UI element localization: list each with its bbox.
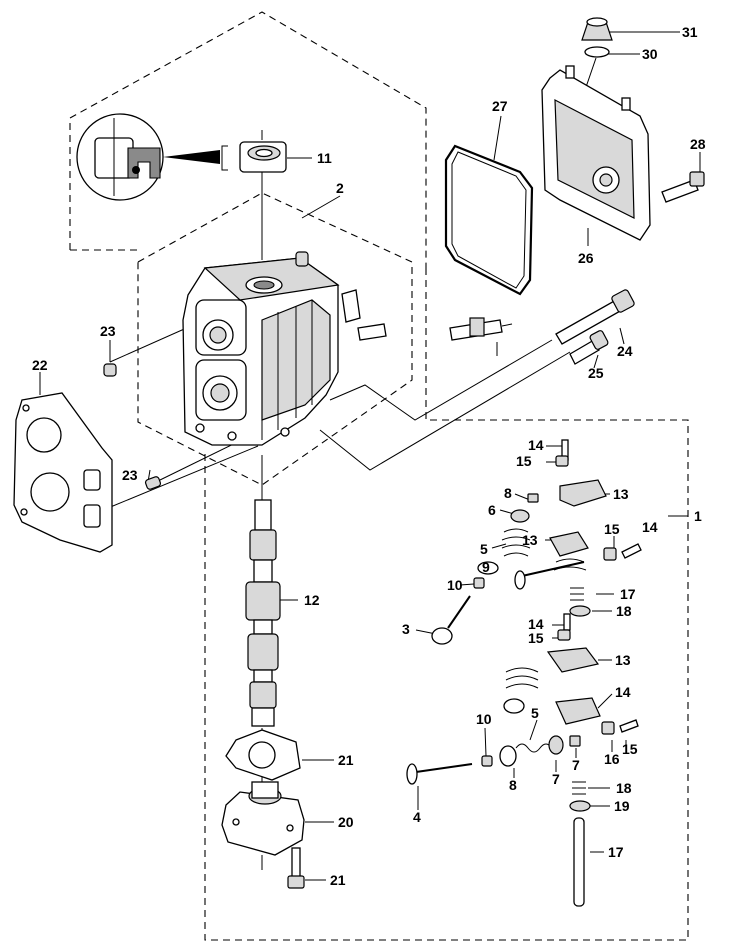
valve-guides [295,251,387,341]
valve-spring-a [501,528,531,557]
callout-8-a: 9 [482,559,490,575]
callout-8-b: 8 [509,777,517,793]
filler-o-ring [584,46,610,58]
callout-21: 21 [330,872,346,888]
valve-seal-a [473,577,485,589]
callout-15-d: 16 [604,751,620,767]
callout-27: 27 [492,98,508,114]
washer-a [569,605,591,617]
rocker-arm-c [546,647,600,673]
camshaft [245,499,281,727]
callout-14-b: 14 [642,519,658,535]
head-cover [541,65,651,241]
callout-29: 31 [682,24,698,40]
callout-20: 21 [338,752,354,768]
callout-2: 2 [336,180,344,196]
callout-7-b: 7 [572,757,580,773]
callout-23-lower: 23 [122,467,138,483]
valve-assembly-a [514,558,587,590]
callout-30: 30 [642,46,658,62]
callout-13-d: 14 [615,684,631,700]
adjusting-screw-c [563,613,571,631]
head-bolt-long [555,289,635,345]
head-bolt-short [569,330,609,365]
callout-28: 28 [690,136,706,152]
callout-1: 1 [694,508,702,524]
adjusting-screw-b [621,543,642,559]
callout-13-b: 13 [522,532,538,548]
cover-bolt [661,171,705,203]
spring-retainer-a [510,509,530,523]
valve-intake [431,595,471,645]
callout-7-a: 8 [504,485,512,501]
head-gasket [13,392,113,553]
spring-small-b [572,781,586,795]
push-rod [573,817,585,907]
dowel-pin-upper [103,363,117,377]
callout-25: 25 [588,365,604,381]
valve-exhaust [406,763,473,785]
valve-spring-c [515,743,553,753]
callout-18-b: 19 [614,798,630,814]
callout-9: 10 [447,577,463,593]
callout-26: 26 [578,250,594,266]
spring-seat-b [499,745,517,767]
pump-bolt [287,847,305,889]
valve-cotter-b [569,735,581,747]
leader-lines [39,31,701,881]
callout-3: 3 [402,621,410,637]
lock-nut-a [555,455,569,467]
callout-14-c: 14 [528,616,544,632]
lock-nut-d [601,721,615,735]
cover-gasket [444,144,534,296]
valve-seal-b [481,755,493,767]
callout-10: 10 [476,711,492,727]
callout-17-b: 18 [616,780,632,796]
lock-nut-b [603,547,617,561]
callout-5-a: 5 [480,541,488,557]
group-boundary-lines [69,11,689,941]
callout-5-b: 5 [531,705,539,721]
callout-19: 20 [338,814,354,830]
callout-12: 12 [304,592,320,608]
callout-18-a: 18 [616,603,632,619]
spring-retainer-b [548,735,564,755]
callout-16: 17 [608,844,624,860]
dowel-pin-lower [144,476,162,490]
spring-seat-a [477,561,499,575]
callout-15-a: 15 [516,453,532,469]
rocker-arm-a [559,479,607,507]
callout-23-upper: 23 [100,323,116,339]
valve-spring-b [503,667,539,714]
callout-4: 4 [413,809,421,825]
callout-11: 11 [317,150,332,166]
spring-small-a [570,587,584,601]
cylinder-head [182,257,340,446]
rocker-arm-d [555,697,601,725]
pump-gasket [225,729,301,781]
callout-17-a: 17 [620,586,636,602]
washer-b [569,800,591,812]
adjusting-screw-d [619,719,639,733]
pump-housing [221,781,305,856]
callout-15-c: 15 [528,630,544,646]
filler-cap [581,17,613,41]
lock-nut-c [557,629,571,641]
oil-seal [239,141,287,173]
valve-cotter-a [527,493,539,503]
callout-14-a: 14 [528,437,544,453]
callout-labels: 31 30 27 28 11 2 26 23 24 22 25 14 15 23… [32,24,706,888]
callout-24: 24 [617,343,633,359]
callout-13-c: 13 [615,652,631,668]
callout-13-a: 13 [613,486,629,502]
callout-15-b: 15 [604,521,620,537]
callout-22: 22 [32,357,48,373]
callout-6-a: 6 [488,502,496,518]
seal-detail-inset [76,113,228,201]
rocker-arm-b [549,531,589,557]
callout-14-d: 15 [622,741,638,757]
spark-plug [449,317,513,341]
callout-6-b: 7 [552,771,560,787]
